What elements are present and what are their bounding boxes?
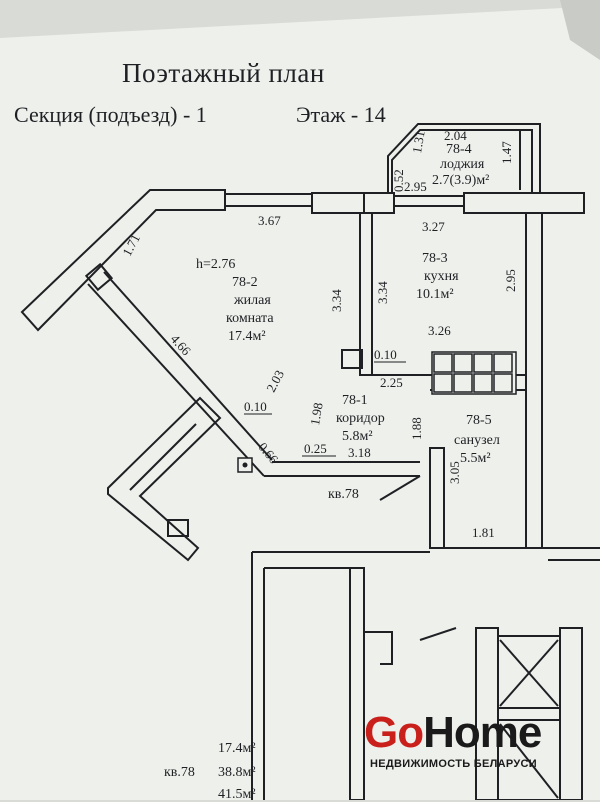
wall-lower-left-inner (129, 423, 197, 491)
wall-column-left (84, 262, 114, 292)
summary-apartment-label: кв.78 (164, 765, 195, 780)
logo-go: Go (364, 708, 424, 757)
plan-title: Поэтажный план (122, 58, 325, 88)
kitchen-number: 78-3 (422, 251, 448, 266)
door-swing-lower (419, 627, 457, 641)
stove-burner-4 (493, 353, 513, 373)
living-name-2: комната (226, 311, 274, 326)
summary-total-area: 38.8м² (218, 765, 256, 780)
elevator-shaft-1-cross-b (499, 639, 559, 707)
loggia-outline-outer (387, 123, 541, 194)
kitchen-area: 10.1м² (416, 287, 454, 302)
dim-3-34-left: 3.34 (329, 289, 344, 312)
living-number: 78-2 (232, 275, 258, 290)
dim-0-10-left: 0.10 (244, 399, 267, 414)
wall-pier-loggia (363, 192, 395, 214)
dim-1-88: 1.88 (409, 417, 424, 440)
corridor-area: 5.8м² (342, 429, 373, 444)
dim-1-31: 1.31 (409, 129, 428, 155)
wall-partition-living-kitchen (359, 212, 373, 376)
dim-3-05: 3.05 (447, 461, 462, 484)
stove-burner-1 (433, 353, 453, 373)
living-area: 17.4м² (228, 329, 266, 344)
wall-pier-kitchen (463, 192, 585, 214)
dim-0-25: 0.25 (304, 441, 327, 456)
dim-1-98: 1.98 (307, 401, 326, 427)
wall-kitchen-right (525, 212, 543, 549)
dim-3-27: 3.27 (422, 219, 445, 234)
dim-0-10-top: 0.10 (374, 347, 397, 362)
dim-1-81: 1.81 (472, 525, 495, 540)
bathroom-area: 5.5м² (460, 451, 491, 466)
gohome-logo: GoHome НЕДВИЖИМОСТЬ БЕЛАРУСИ (364, 708, 560, 770)
elevator-shaft-2-cross (499, 723, 559, 799)
stove-burner-6 (453, 373, 473, 393)
wall-living-diagonal-top (20, 189, 226, 332)
logo-home: Home (423, 708, 542, 757)
corridor-name: коридор (336, 411, 385, 426)
loggia-name: лоджия (440, 157, 485, 172)
logo-wordmark: GoHome (364, 708, 542, 758)
section-label: Секция (подъезд) - 1 (14, 102, 207, 127)
loggia-outline (391, 129, 533, 192)
wall-living-left-outer (87, 283, 265, 477)
dim-3-18: 3.18 (348, 445, 371, 460)
dim-2-95-kitchen: 2.95 (503, 269, 518, 292)
loggia-area: 2.7(3.9)м² (432, 173, 490, 188)
wall-lower-stub (167, 519, 189, 537)
living-name-1: жилая (234, 293, 271, 308)
wall-core-block (349, 567, 365, 800)
wall-living-left-inner (103, 271, 273, 461)
stove-burner-7 (473, 373, 493, 393)
apartment-label: кв.78 (328, 487, 359, 502)
kitchen-name: кухня (424, 269, 459, 284)
paper-sheet (0, 6, 600, 800)
bathroom-name: санузел (454, 433, 500, 448)
floor-label: Этаж - 14 (296, 102, 386, 127)
stove-burner-5 (433, 373, 453, 393)
paper-shadow (560, 0, 600, 60)
bathroom-number: 78-5 (466, 413, 492, 428)
entrance-door (379, 475, 421, 501)
loggia-number: 78-4 (446, 142, 472, 157)
dim-3-34-right: 3.34 (375, 281, 390, 304)
logo-tagline: НЕДВИЖИМОСТЬ БЕЛАРУСИ (370, 758, 537, 770)
stove-burner-2 (453, 353, 473, 373)
dim-1-47: 1.47 (499, 141, 514, 164)
summary-area-with-loggia: 41.5м² (218, 787, 256, 802)
wall-column-center (341, 349, 363, 369)
wall-lower-right-2 (559, 627, 583, 800)
stove-burner-3 (473, 353, 493, 373)
summary-living-area: 17.4м² (218, 741, 256, 756)
dim-2-95-loggia: 2.95 (404, 179, 427, 194)
riser-dot (242, 462, 248, 468)
stove-burner-8 (493, 373, 513, 393)
stair-fragment (364, 631, 393, 665)
dim-3-26: 3.26 (428, 323, 451, 338)
wall-lower-right-1 (475, 627, 499, 800)
corridor-number: 78-1 (342, 393, 368, 408)
living-height: h=2.76 (196, 257, 236, 272)
dim-2-25: 2.25 (380, 375, 403, 390)
dim-3-67: 3.67 (258, 213, 281, 228)
dim-2-04: 2.04 (444, 128, 467, 143)
